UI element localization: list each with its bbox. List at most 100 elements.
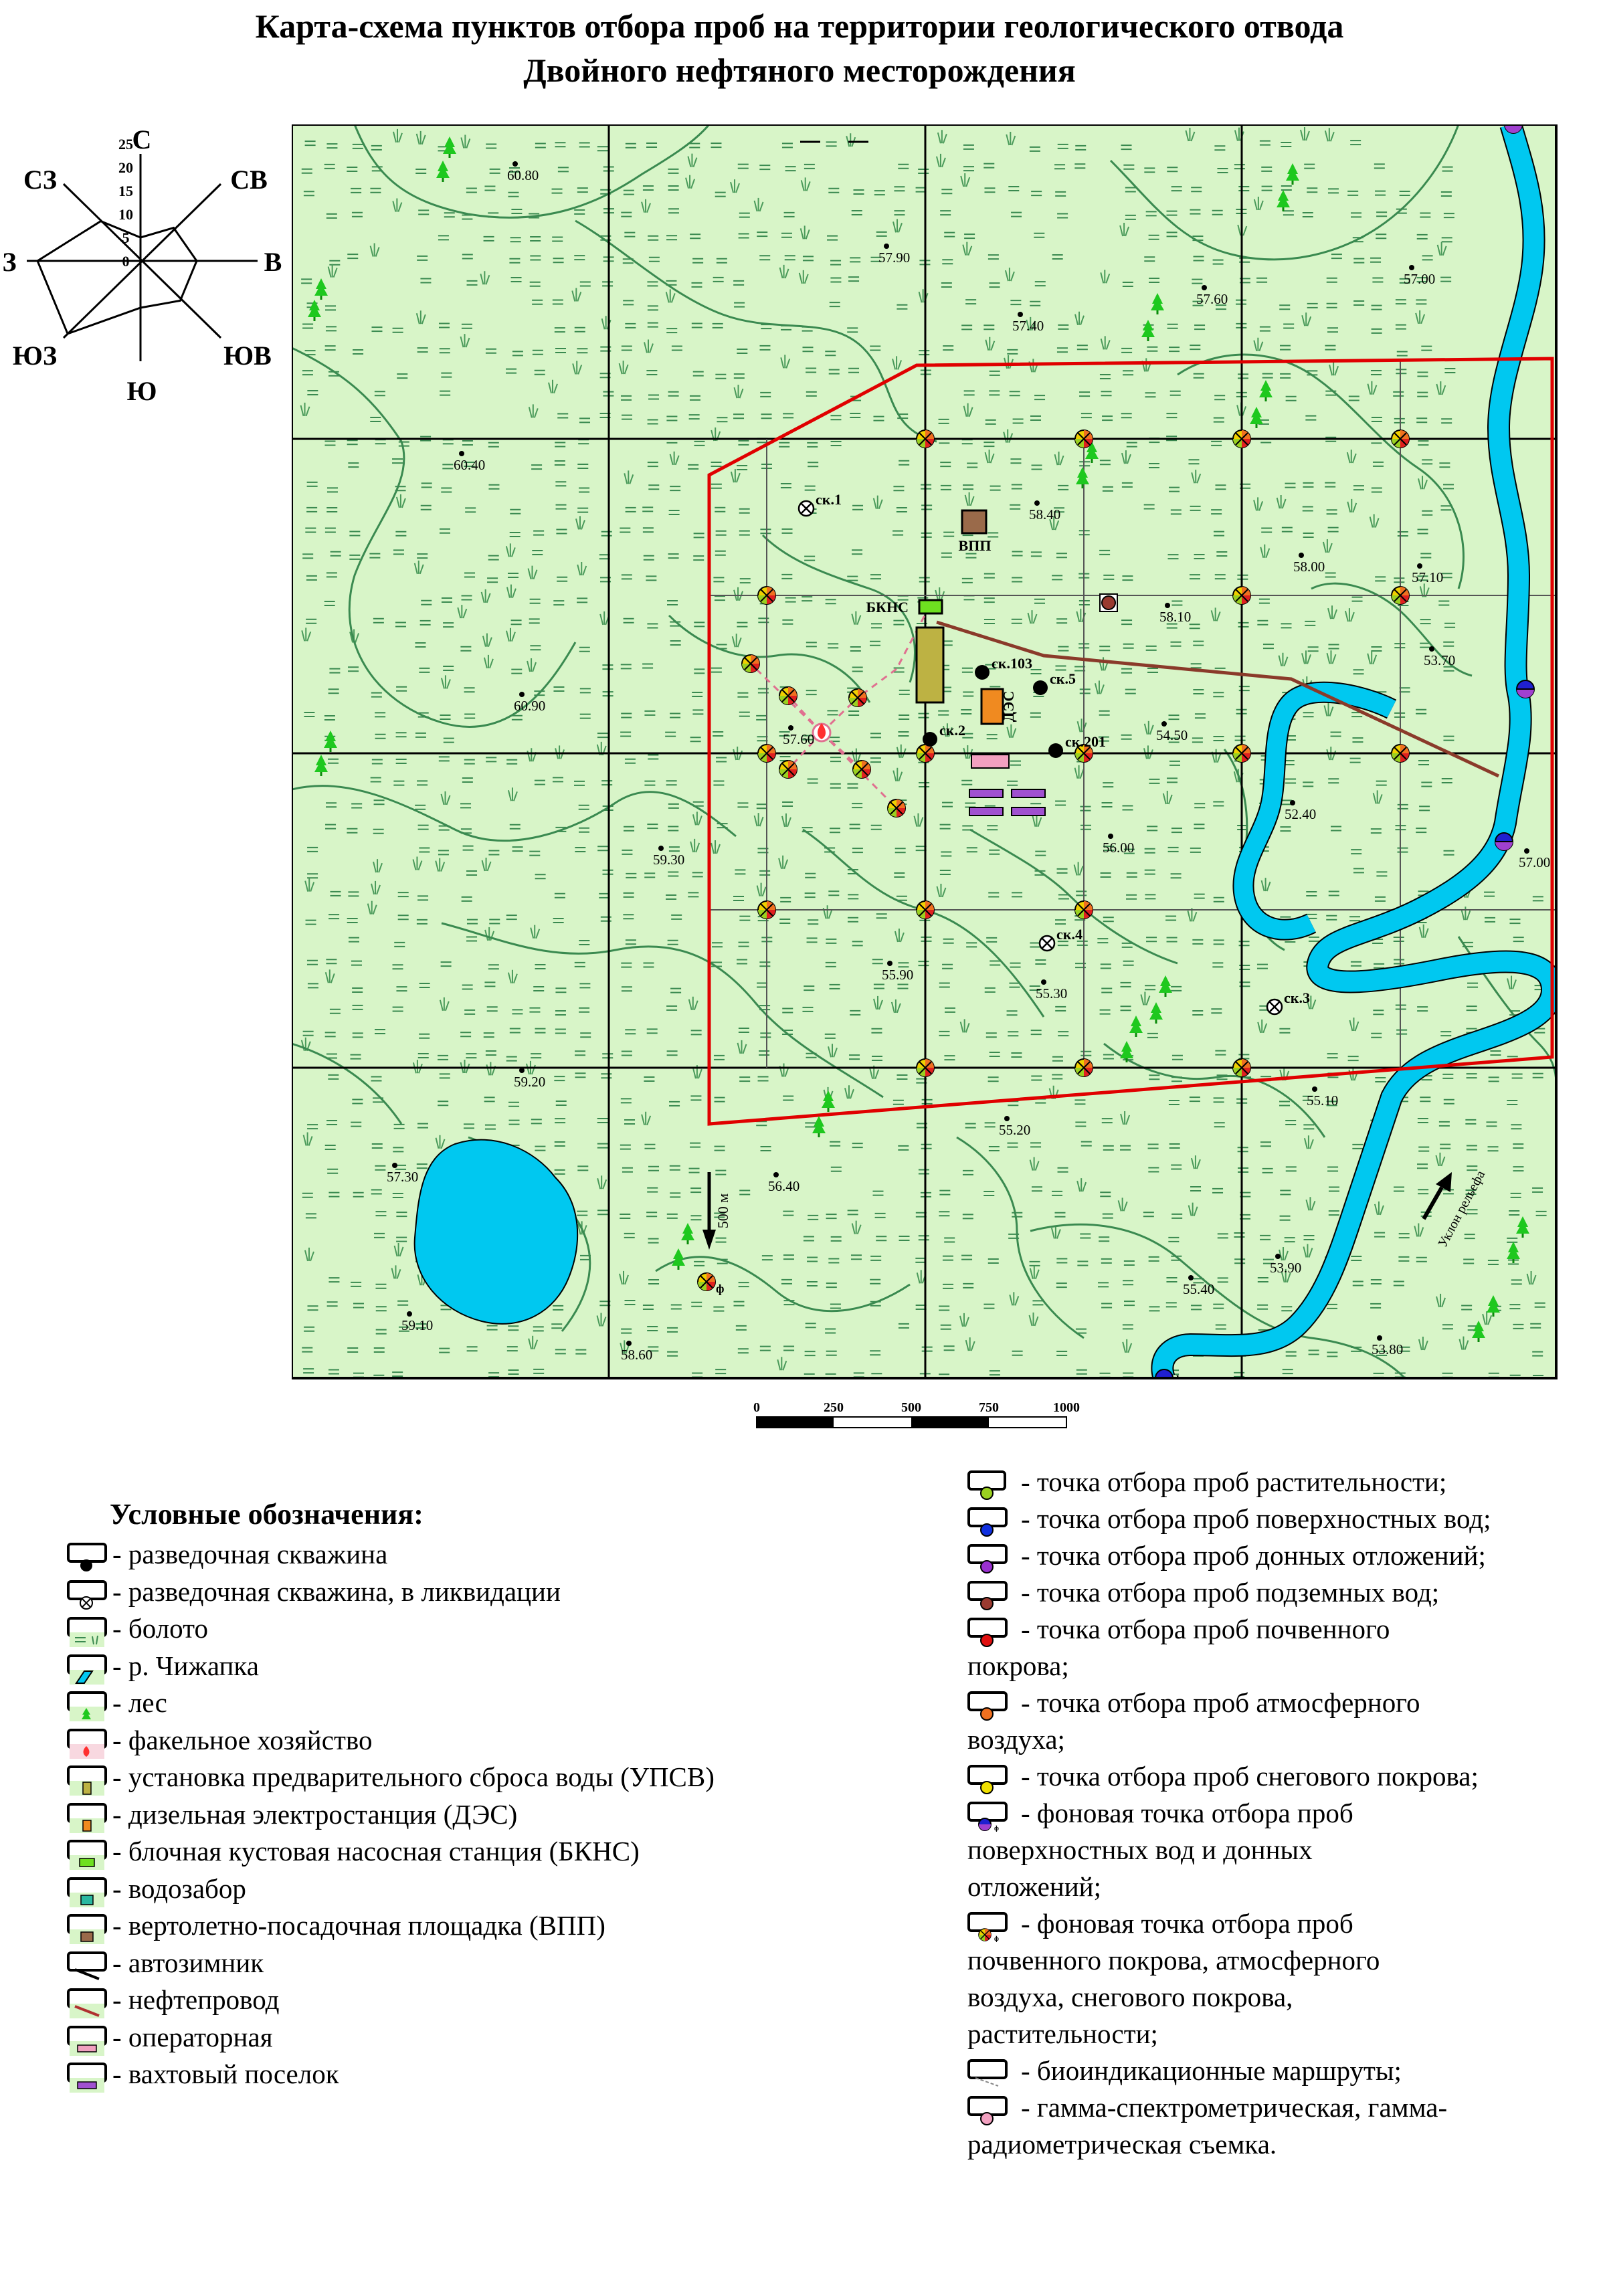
scale-bar: 0 250 500 750 1000 <box>753 1400 1080 1428</box>
license-boundary <box>707 357 1554 1126</box>
elevation-mark: 59.20 <box>514 1068 545 1090</box>
well-7[interactable]: ск.3 <box>1266 989 1310 1016</box>
legend-well-label: - разведочная скважина <box>112 1539 388 1569</box>
elevation-mark: 54.50 <box>1156 721 1188 743</box>
elevation-mark: 53.70 <box>1424 646 1455 668</box>
groundwater-symbol <box>967 1581 1008 1610</box>
elevation-mark: 53.80 <box>1372 1335 1403 1357</box>
legend-bg-soil-line-3: воздуха, снегового покрова, <box>967 1982 1293 2012</box>
oil-pipeline <box>936 620 1500 778</box>
well-label: ск.2 <box>939 722 965 739</box>
bkns-pump-station[interactable] <box>918 599 943 615</box>
elevation-mark: 57.00 <box>1519 848 1550 870</box>
elevation-label: 57.00 <box>1404 271 1435 287</box>
elevation-label: 57.10 <box>1412 569 1443 585</box>
surface-water-symbol <box>967 1507 1008 1537</box>
scale-tick-0: 0 <box>753 1400 760 1415</box>
legend-soil-line-1: - точка отбора проб почвенного <box>1021 1614 1390 1644</box>
operator-building[interactable] <box>971 754 1010 769</box>
shift-camp[interactable] <box>969 789 1046 816</box>
helipad-label: ВПП <box>959 537 992 554</box>
elevation-label: 55.90 <box>882 967 913 983</box>
well-3[interactable]: ск.2 <box>923 722 965 747</box>
map-frame[interactable]: ВПП БКНС ДЭС <box>292 124 1563 1383</box>
elevation-label: 58.00 <box>1293 559 1325 575</box>
well-label: ск.3 <box>1284 989 1310 1006</box>
elevation-label: 57.40 <box>1012 318 1044 334</box>
elevation-mark: 52.40 <box>1285 800 1316 822</box>
rose-scale-tick: 10 <box>118 206 133 223</box>
well-1[interactable]: ск.103 <box>975 655 1032 680</box>
sediment-symbol <box>967 1544 1008 1573</box>
legend-helipad-label: - вертолетно-посадочная площадка (ВПП) <box>112 1910 605 1941</box>
inner-grid <box>709 361 1556 1068</box>
snow-symbol <box>967 1765 1008 1794</box>
svg-text:ф: ф <box>994 1825 999 1832</box>
well-5[interactable]: ск.1 <box>797 491 842 517</box>
legend-bg-water-line-3: отложений; <box>967 1871 1101 1902</box>
legend-soil-line-2: покрова; <box>967 1650 1069 1681</box>
elevation-label: 53.70 <box>1424 652 1455 668</box>
elevation-mark: 55.10 <box>1307 1086 1338 1109</box>
des-power-station[interactable] <box>980 688 1004 725</box>
elevation-label: 56.00 <box>1103 840 1134 856</box>
rose-scale-tick: 5 <box>122 229 130 246</box>
elevation-label: 57.30 <box>387 1169 418 1185</box>
elevation-label: 57.90 <box>878 250 910 266</box>
elevation-label: 52.40 <box>1285 806 1316 822</box>
rose-label-n: С <box>132 124 152 155</box>
legend-pipeline-label: - нефтепровод <box>112 1984 280 2015</box>
well-4[interactable]: ск.201 <box>1048 733 1106 758</box>
legend-swamp-symbol <box>67 1617 107 1647</box>
elevation-label: 56.40 <box>768 1178 800 1194</box>
distance-arrow: 500 м <box>702 1172 731 1250</box>
elevation-mark: 55.30 <box>1036 979 1067 1001</box>
well-2[interactable]: ск.5 <box>1033 670 1076 695</box>
well-label: ск.4 <box>1056 926 1083 943</box>
helipad-vpp[interactable] <box>961 509 987 535</box>
legend-gamma-line-2: радиометрическая съемка. <box>967 2129 1277 2160</box>
legend-swamp-label: - болото <box>112 1613 209 1644</box>
legend-river-symbol <box>67 1654 107 1685</box>
upsv-unit[interactable] <box>915 626 945 704</box>
elevation-mark: 55.20 <box>999 1116 1030 1138</box>
legend-well-symbol <box>67 1543 107 1571</box>
elevation-mark: 57.60 <box>1196 285 1228 307</box>
legend-air-line-2: воздуха; <box>967 1724 1065 1755</box>
legend-air-line-1: - точка отбора проб атмосферного <box>1021 1687 1420 1718</box>
well-6[interactable]: ск.4 <box>1038 926 1083 952</box>
well-label: ск.201 <box>1065 733 1106 750</box>
legend-des-label: - дизельная электростанция (ДЭС) <box>112 1798 518 1830</box>
elevation-label: 58.40 <box>1029 506 1060 522</box>
legend-des-symbol <box>67 1802 107 1833</box>
elevation-mark: 58.40 <box>1029 500 1060 522</box>
legend-camp-label: - вахтовый поселок <box>112 2059 339 2089</box>
legend-bg-water-line-1: - фоновая точка отбора проб <box>1021 1798 1353 1828</box>
des-label: ДЭС <box>1000 691 1017 723</box>
elevation-mark: 57.90 <box>878 244 910 266</box>
elevation-label: 60.80 <box>507 167 539 183</box>
bg-soil-symbol: ф <box>967 1912 1008 1943</box>
routes-symbol <box>967 2059 1008 2087</box>
elevation-label: 57.60 <box>1196 291 1228 307</box>
flare-facility[interactable] <box>812 723 832 743</box>
legend-title: Условные обозначения: <box>110 1498 424 1531</box>
elevation-mark: 56.00 <box>1103 834 1134 856</box>
air-symbol <box>967 1691 1008 1721</box>
rose-scale-tick: 15 <box>118 183 133 199</box>
swamp-hatching <box>301 140 1547 1378</box>
elevation-mark: 59.30 <box>653 846 684 868</box>
elevation-mark: 57.10 <box>1412 563 1443 585</box>
legend-upsv-symbol <box>67 1765 107 1796</box>
well-label: ск.103 <box>992 655 1032 672</box>
rose-scale-tick: 20 <box>118 159 133 176</box>
legend-bg-soil-line-1: - фоновая точка отбора проб <box>1021 1908 1353 1939</box>
background-water-mark: ф <box>1173 1373 1182 1383</box>
elevation-mark: 58.00 <box>1293 553 1325 575</box>
bg-water-symbol: ф <box>967 1802 1008 1832</box>
legend-flare-label: - факельное хозяйство <box>112 1724 373 1755</box>
elevation-mark: 57.30 <box>387 1163 418 1185</box>
elevation-label: 57.60 <box>783 731 814 747</box>
legend-liquidated-well-symbol <box>67 1580 107 1610</box>
